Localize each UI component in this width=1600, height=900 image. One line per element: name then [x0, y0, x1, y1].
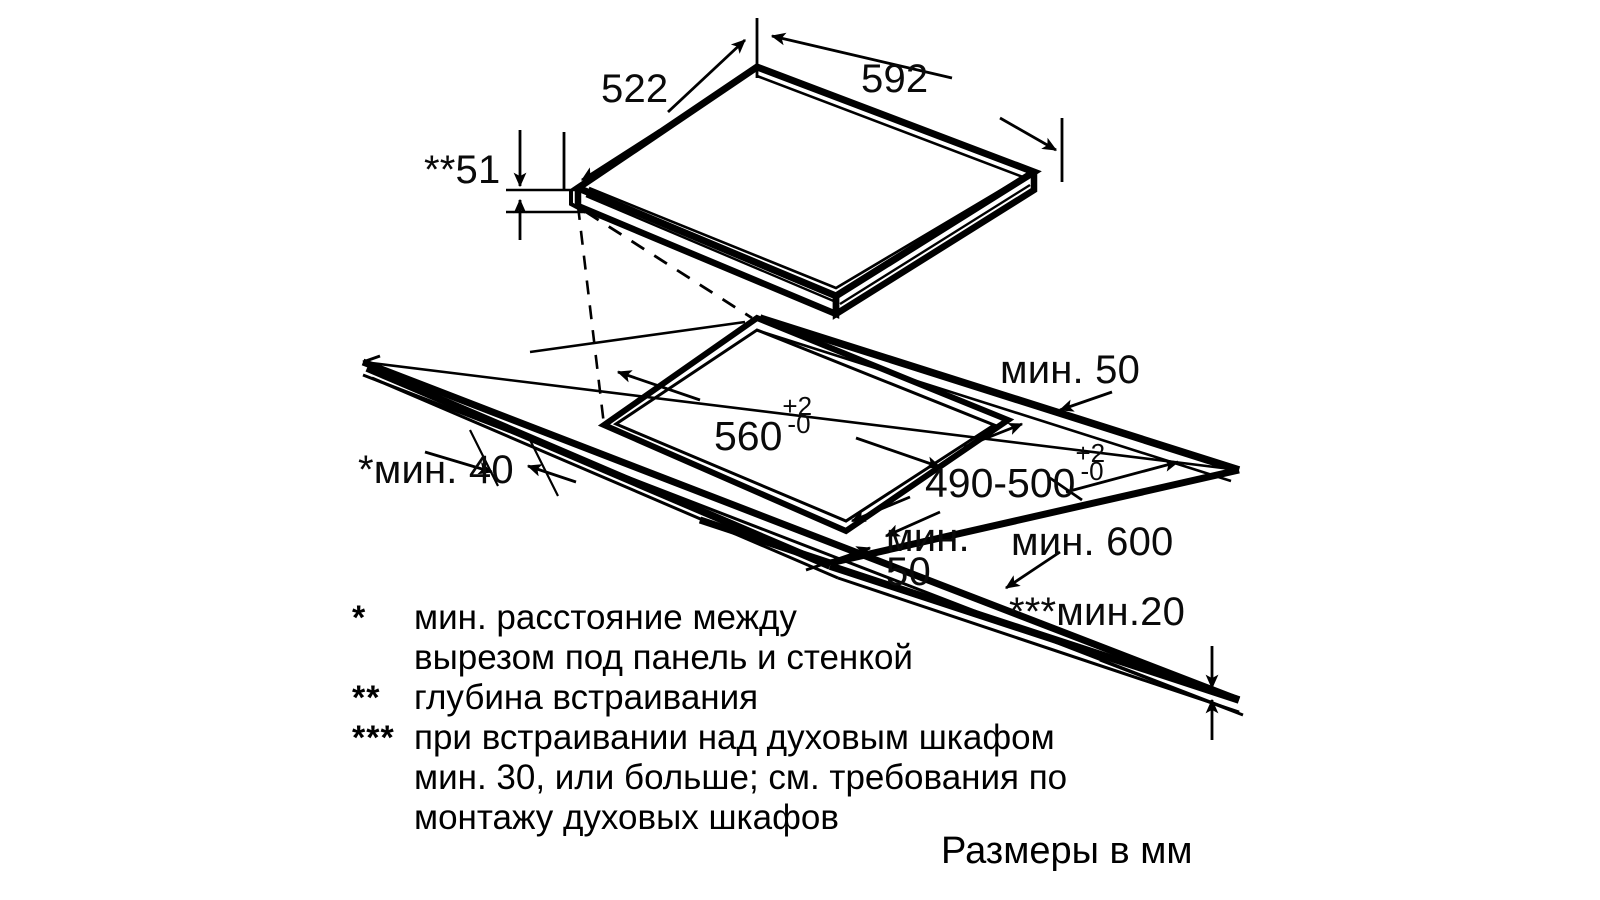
cutout-length-tol-upper: +2: [782, 390, 813, 421]
dim-522: [562, 38, 746, 190]
cutout-length-tolerance: +2-0: [782, 393, 816, 450]
cutout-outer-rim: [597, 314, 1015, 535]
cooktop-left-lip: [569, 190, 587, 214]
label-front-gap-min50-line2: 50: [886, 550, 931, 594]
label-front-gap-min50-line1: мин.: [886, 516, 970, 560]
cutout-inner-opening: [612, 328, 998, 523]
worktop-rear-plank: [755, 314, 1241, 483]
dim-min600: [1005, 459, 1180, 590]
legend-marker-1: *: [352, 599, 367, 637]
dim-min50-rear: [1058, 390, 1113, 412]
units-caption: Размеры в мм: [941, 830, 1193, 872]
legend-block: * мин. расстояние между вырезом под пане…: [352, 598, 1232, 838]
legend-marker-2: **: [352, 679, 381, 717]
cutout-width-tol-lower: -0: [1080, 456, 1104, 487]
dim-490-500: [850, 422, 1024, 523]
label-width-592: 592: [861, 57, 929, 101]
legend-text-1: мин. расстояние между: [414, 598, 797, 637]
label-under-gap-min20: ***мин.20: [1009, 590, 1186, 634]
dim-min40: [424, 429, 577, 497]
worktop-surface-outline: [362, 354, 1241, 714]
cutout-length-value: 560: [714, 413, 783, 459]
projection-dashed-diagonal: [585, 210, 753, 320]
cooktop-front-right-side: [832, 172, 1038, 320]
projection-dashed-line: [529, 205, 746, 426]
cutout-length-tol-lower: -0: [787, 409, 811, 440]
legend-marker-3: ***: [352, 719, 395, 757]
worktop-front-edge: [362, 360, 1240, 472]
worktop-right-tail: [1099, 658, 1244, 717]
cutout-width-tolerance: +2-0: [1075, 440, 1109, 497]
legend-text-2: глубина встраивания: [414, 678, 759, 717]
legend-row-3: *** при встраивании над духовым шкафом: [352, 718, 1232, 758]
cutout-width-value: 490-500: [925, 460, 1076, 506]
legend-text-3: при встраивании над духовым шкафом: [414, 718, 1055, 757]
dim-560: [616, 370, 942, 469]
label-rear-gap-min50: мин. 50: [1000, 348, 1141, 392]
cooktop-top-inner-edge: [588, 74, 1026, 290]
label-height-51: **51: [424, 148, 501, 192]
legend-text-3-cont-2: монтажу духовых шкафов: [414, 798, 839, 837]
legend-row-2: ** глубина встраивания: [352, 678, 1232, 718]
dim-592: [755, 18, 1064, 182]
label-cutout-width: 490-500+2-0: [925, 440, 1109, 506]
label-wall-gap-min40: *мин. 40: [358, 448, 514, 492]
label-cutout-length: 560+2-0: [714, 393, 816, 459]
dim-min50-front: [805, 510, 941, 572]
cutout-width-tol-upper: +2: [1075, 437, 1106, 468]
legend-text-3-cont-1: мин. 30, или больше; см. требования по: [414, 758, 1068, 797]
legend-text-1-cont-1: вырезом под панель и стенкой: [414, 638, 913, 677]
dim-51: [506, 130, 584, 240]
label-depth-522: 522: [601, 67, 669, 111]
legend-row-1: * мин. расстояние между: [352, 598, 1232, 638]
label-worktop-depth-min600: мин. 600: [1011, 520, 1174, 564]
